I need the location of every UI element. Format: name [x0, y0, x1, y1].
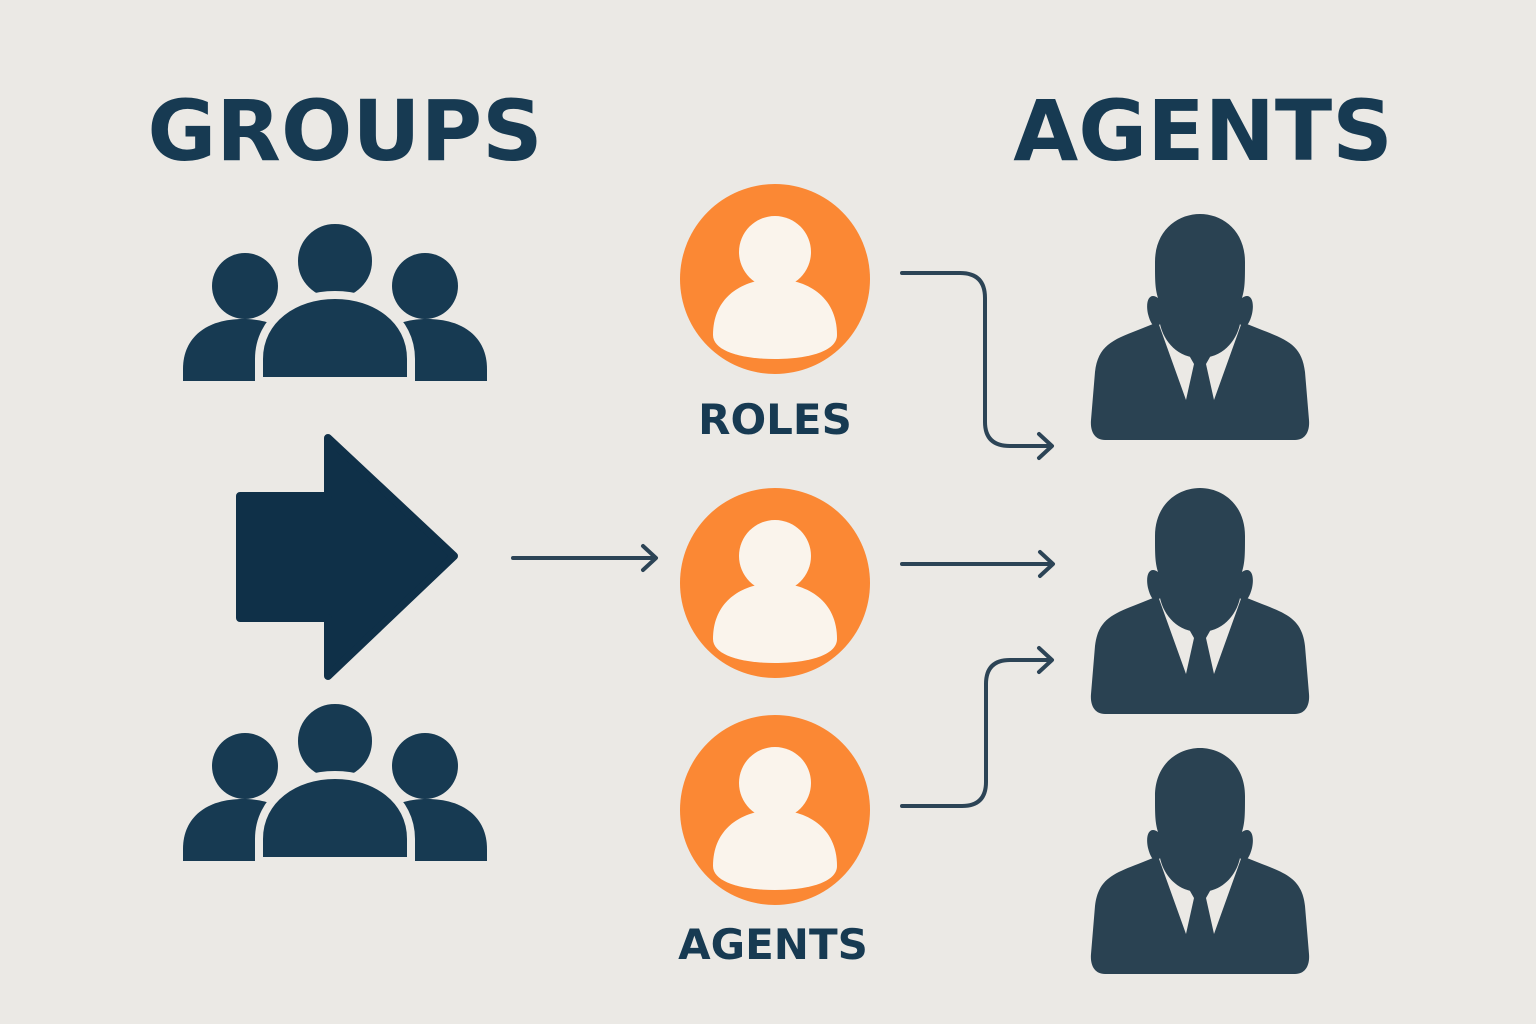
businessman-icon: [1090, 488, 1310, 714]
role-icon: [680, 488, 870, 678]
group-icon: [183, 220, 487, 381]
connector-arrow: [900, 550, 1055, 578]
group-icon: [183, 700, 487, 861]
businessman-icon: [1090, 748, 1310, 974]
role-icon: [680, 184, 870, 374]
connector-arrow: [511, 544, 658, 572]
connector-arrow: [900, 646, 1054, 808]
role-icon: [680, 715, 870, 905]
roles-label: ROLES: [698, 395, 852, 444]
agents-label: AGENTS: [678, 920, 868, 969]
agents-heading: AGENTS: [1013, 82, 1392, 180]
businessman-icon: [1090, 214, 1310, 440]
big-arrow-right-icon: [236, 434, 458, 680]
connector-arrow: [900, 271, 1054, 460]
groups-heading: GROUPS: [147, 82, 542, 180]
